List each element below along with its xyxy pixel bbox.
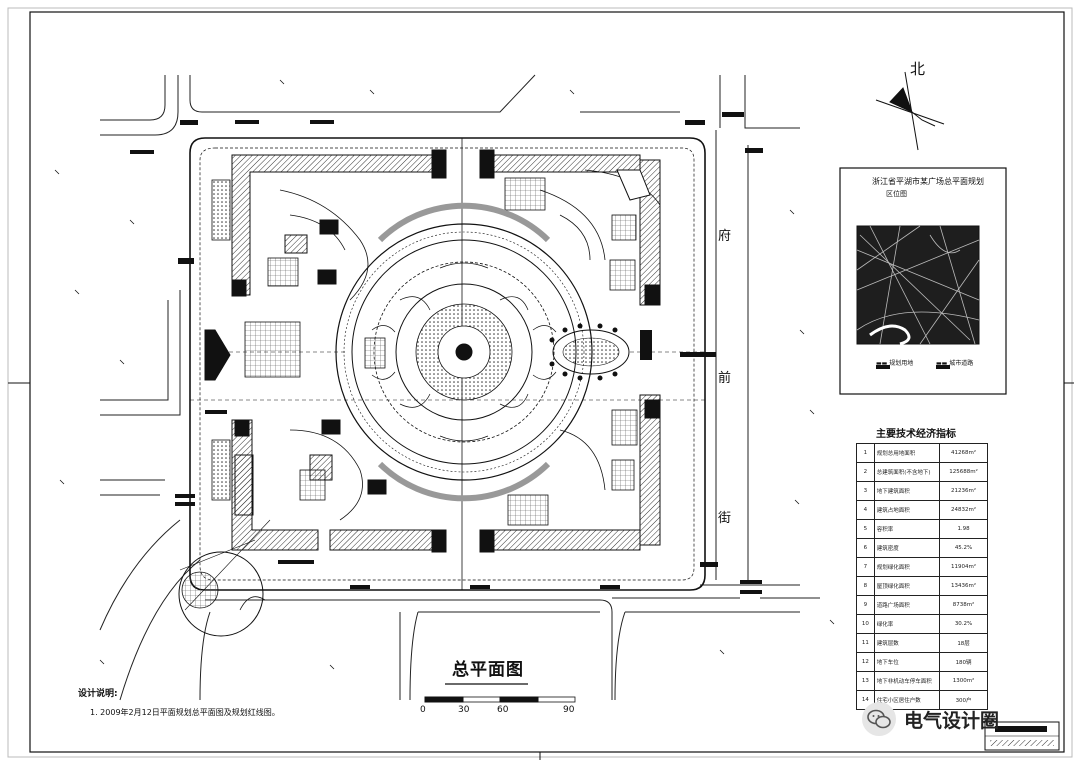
tech-row-number: 1 (856, 443, 875, 463)
landmark-circle (178, 519, 271, 637)
tech-row-label: 道路广场面积 (873, 595, 941, 615)
tech-row-number: 3 (856, 481, 875, 501)
survey-marks (54, 79, 835, 670)
tech-row-number: 8 (856, 576, 875, 596)
tech-row-value: 300户 (939, 690, 988, 710)
tech-row-value: 18层 (939, 633, 988, 653)
street-label-char-2: 前 (718, 371, 732, 386)
scale-bar (424, 683, 576, 703)
tech-table-title: 主要技术经济指标 (876, 429, 956, 440)
north-label: 北 (910, 60, 926, 78)
building-slabs (231, 149, 661, 553)
central-plaza (205, 202, 705, 502)
tech-row-number: 12 (856, 652, 875, 672)
tech-row-label: 地下车位 (873, 652, 941, 672)
tech-row-label: 地下建筑面积 (873, 481, 941, 501)
wechat-icon (862, 702, 896, 736)
tech-row-value: 180辆 (939, 652, 988, 672)
scale-label: 60 (497, 705, 509, 715)
location-map-panel (839, 167, 1007, 395)
design-notes-heading: 设计说明: (78, 689, 118, 699)
tech-row-label: 建筑层数 (873, 633, 941, 653)
tech-row-label: 建筑密度 (873, 538, 941, 558)
tech-row-label: 住宅小区居住户数 (873, 690, 941, 710)
tech-row-number: 2 (856, 462, 875, 482)
tech-row-value: 125688m² (939, 462, 988, 482)
tech-row-number: 9 (856, 595, 875, 615)
tech-row-number: 5 (856, 519, 875, 539)
tech-row-label: 总建筑面积(不含地下) (873, 462, 941, 482)
tech-row-number: 4 (856, 500, 875, 520)
tech-row-number: 13 (856, 671, 875, 691)
tech-row-value: 30.2% (939, 614, 988, 634)
scale-label: 0 (420, 705, 426, 715)
location-map-legend-item: ▬▬ 规划用地 (876, 360, 914, 367)
tech-row-value: 24832m² (939, 500, 988, 520)
roads (99, 74, 820, 701)
tech-row-label: 地下非机动车停车面积 (873, 671, 941, 691)
tech-row-number: 6 (856, 538, 875, 558)
tech-row-value: 1300m² (939, 671, 988, 691)
tech-row-label: 规划总用地面积 (873, 443, 941, 463)
location-map-title: 浙江省平湖市某广场总平面规划 (872, 177, 984, 186)
design-notes-line: 1. 2009年2月12日平面规划总平面图及规划红线图。 (90, 708, 280, 717)
title-block (984, 721, 1060, 751)
location-map-subtitle: 区位图 (886, 190, 907, 198)
tech-row-value: 21236m² (939, 481, 988, 501)
wechat-icon-glyph (867, 709, 891, 729)
sheet-inner-border (29, 11, 1065, 753)
tech-row-label: 绿化率 (873, 614, 941, 634)
tech-row-number: 11 (856, 633, 875, 653)
scale-label: 90 (563, 705, 575, 715)
tech-row-label: 容积率 (873, 519, 941, 539)
tech-row-number: 7 (856, 557, 875, 577)
tech-row-value: 1.98 (939, 519, 988, 539)
street-label-char-3: 街 (718, 511, 732, 526)
parking-blocks (211, 177, 638, 526)
tech-row-label: 建筑占地面积 (873, 500, 941, 520)
survey-tags (130, 112, 763, 594)
tech-row-value: 13436m² (939, 576, 988, 596)
location-map-legend-item: ▬▬ 城市道路 (936, 360, 974, 367)
watermark: 电气设计圈 (862, 700, 999, 738)
site-structures (204, 169, 651, 516)
north-arrow-icon (875, 71, 945, 151)
scale-label: 30 (458, 705, 470, 715)
watermark-text: 电气设计圈 (904, 709, 1000, 732)
tech-row-value: 11904m² (939, 557, 988, 577)
tech-row-label: 规划绿化面积 (873, 557, 941, 577)
drawing-title: 总平面图 (452, 660, 524, 680)
tech-row-value: 45.2% (939, 538, 988, 558)
tech-row-value: 8738m² (939, 595, 988, 615)
tech-row-number: 10 (856, 614, 875, 634)
tech-row-value: 41268m² (939, 443, 988, 463)
tech-row-label: 屋顶绿化面积 (873, 576, 941, 596)
street-label-char-1: 府 (718, 229, 732, 244)
